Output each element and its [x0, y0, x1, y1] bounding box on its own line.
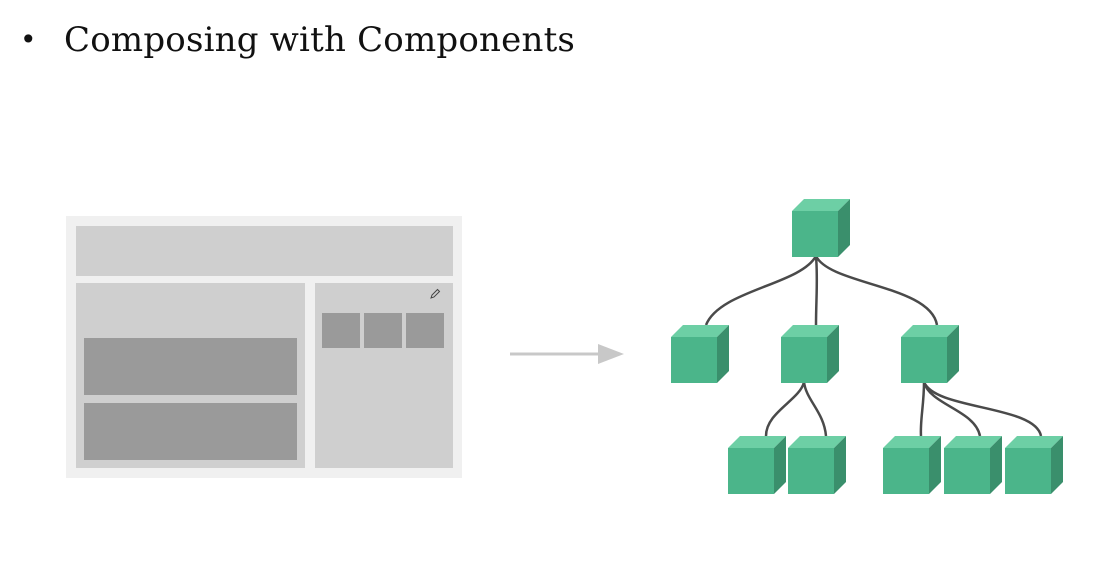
wireframe-header — [76, 226, 453, 276]
right-arrow-icon — [510, 344, 624, 364]
connector-line — [919, 381, 926, 437]
connector-line — [814, 255, 819, 326]
connector-line — [814, 255, 939, 326]
connector-line — [764, 381, 806, 437]
bullet-dot: • — [20, 23, 37, 56]
wireframe-content-block — [84, 403, 297, 460]
bullet-point: • Composing with Components — [20, 20, 575, 60]
connector-line — [922, 381, 982, 437]
tree-node-child-middle — [781, 325, 839, 383]
pencil-icon — [430, 288, 441, 299]
tree-node-root — [792, 199, 850, 257]
tree-node-grandchild — [883, 436, 941, 494]
slide-title: Composing with Components — [64, 20, 576, 60]
page-wireframe — [66, 216, 462, 478]
tree-node-child-right — [901, 325, 959, 383]
wireframe-sidebar — [315, 283, 453, 468]
wireframe-sidebar-cell — [322, 313, 360, 348]
connector-line — [704, 255, 818, 326]
wireframe-main-content — [76, 283, 305, 468]
connector-line — [922, 381, 1043, 437]
tree-node-child-left — [671, 325, 729, 383]
connector-line — [802, 381, 828, 437]
tree-nodes — [671, 199, 1063, 494]
wireframe-content-block — [84, 338, 297, 395]
wireframe-sidebar-cell — [406, 313, 444, 348]
wireframe-sidebar-cell — [364, 313, 402, 348]
tree-connectors — [704, 255, 1043, 437]
tree-node-grandchild — [1005, 436, 1063, 494]
tree-node-grandchild — [788, 436, 846, 494]
tree-node-grandchild — [728, 436, 786, 494]
tree-node-grandchild — [944, 436, 1002, 494]
